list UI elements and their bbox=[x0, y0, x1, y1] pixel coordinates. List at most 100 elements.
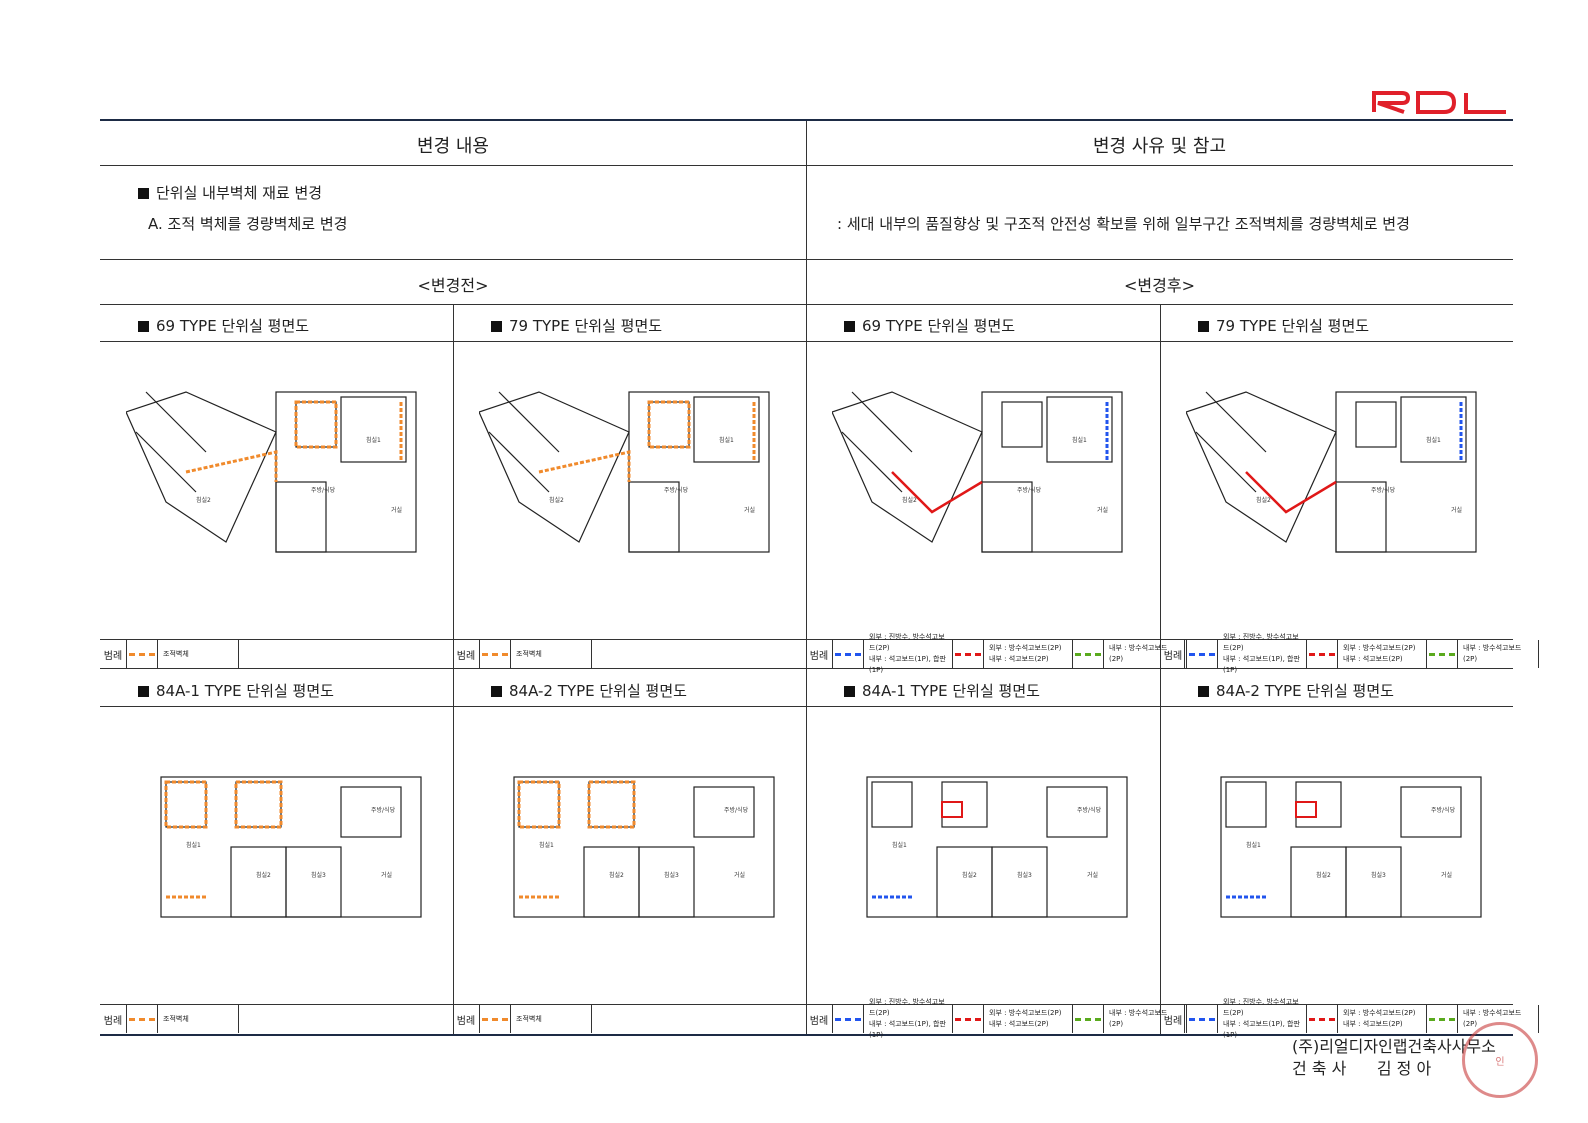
room-label: 거실 bbox=[1441, 871, 1452, 879]
header-change-reason: 변경 사유 및 참고 bbox=[1092, 136, 1227, 157]
rdl-logo bbox=[1372, 91, 1506, 114]
plan-title: 69 TYPE 단위실 평면도 bbox=[844, 315, 1015, 336]
legend-label: 범례 bbox=[1160, 1005, 1187, 1033]
room-label: 침실3 bbox=[1371, 871, 1386, 879]
room-label: 침실2 bbox=[549, 496, 564, 504]
room-label: 침실1 bbox=[366, 436, 381, 444]
legend-text: 외부 : 진방수, 방수석고보드(2P)내부 : 석고보드(1P), 합판(1P… bbox=[863, 633, 953, 674]
room-label: 침실1 bbox=[719, 436, 734, 444]
room-label: 거실 bbox=[1087, 871, 1098, 879]
legend-swatch bbox=[953, 640, 983, 668]
plan-title: 84A-1 TYPE 단위실 평면도 bbox=[138, 680, 334, 701]
plan-title: 84A-2 TYPE 단위실 평면도 bbox=[491, 680, 687, 701]
room-label: 주방/식당 bbox=[311, 486, 336, 494]
legend-text: 조적벽체 bbox=[157, 1005, 239, 1033]
room-label: 침실1 bbox=[892, 841, 907, 849]
room-label: 침실2 bbox=[1256, 496, 1271, 504]
legend-swatch bbox=[1187, 640, 1217, 668]
room-label: 주방/식당 bbox=[724, 806, 749, 814]
room-label: 침실2 bbox=[962, 871, 977, 879]
legend-swatch-masonry bbox=[480, 1005, 510, 1033]
room-label: 침실3 bbox=[1017, 871, 1032, 879]
legend-label: 범례 bbox=[1160, 640, 1187, 668]
floor-plan-drawing[interactable]: 침실1 침실2 침실3 거실 주방/식당 bbox=[479, 737, 779, 967]
footer: (주)리얼디자인랩건축사사무소 건 축 사 김 정 아 bbox=[1292, 1036, 1496, 1080]
legend-text: 외부 : 방수석고보드(2P)내부 : 석고보드(2P) bbox=[1337, 640, 1427, 668]
legend-text: 내부 : 방수석고보드(2P) bbox=[1457, 640, 1539, 668]
legend: 범례 외부 : 진방수, 방수석고보드(2P)내부 : 석고보드(1P), 합판(… bbox=[806, 998, 1185, 1039]
company-name: (주)리얼디자인랩건축사사무소 bbox=[1292, 1037, 1496, 1056]
legend-text: 외부 : 방수석고보드(2P)내부 : 석고보드(2P) bbox=[983, 1005, 1073, 1033]
legend-text: 내부 : 방수석고보드(2P) bbox=[1457, 1005, 1539, 1033]
legend-swatch bbox=[953, 1005, 983, 1033]
room-label: 침실2 bbox=[256, 871, 271, 879]
room-label: 침실1 bbox=[1072, 436, 1087, 444]
room-label: 침실1 bbox=[1426, 436, 1441, 444]
legend-swatch bbox=[833, 1005, 863, 1033]
content-reason: : 세대 내부의 품질향상 및 구조적 안전성 확보를 위해 일부구간 조적벽체… bbox=[837, 215, 1410, 233]
legend-text: 외부 : 진방수, 방수석고보드(2P)내부 : 석고보드(1P), 합판(1P… bbox=[863, 998, 953, 1039]
legend-swatch bbox=[1427, 640, 1457, 668]
legend-swatch bbox=[1427, 1005, 1457, 1033]
legend-text: 외부 : 진방수, 방수석고보드(2P)내부 : 석고보드(1P), 합판(1P… bbox=[1217, 633, 1307, 674]
room-label: 거실 bbox=[1451, 506, 1462, 514]
floor-plan-drawing[interactable]: 침실1 침실2 거실 주방/식당 bbox=[832, 372, 1132, 602]
room-label: 침실2 bbox=[196, 496, 211, 504]
legend-label: 범례 bbox=[806, 1005, 833, 1033]
room-label: 주방/식당 bbox=[1431, 806, 1456, 814]
legend-swatch bbox=[1187, 1005, 1217, 1033]
room-label: 침실1 bbox=[186, 841, 201, 849]
legend-swatch bbox=[1307, 1005, 1337, 1033]
room-label: 침실1 bbox=[1246, 841, 1261, 849]
plan-title: 84A-2 TYPE 단위실 평면도 bbox=[1198, 680, 1394, 701]
floor-plan-drawing[interactable]: 침실1 침실2 침실3 거실 주방/식당 bbox=[832, 737, 1132, 967]
room-label: 주방/식당 bbox=[1017, 486, 1042, 494]
room-label: 침실2 bbox=[902, 496, 917, 504]
legend-swatch bbox=[1073, 1005, 1103, 1033]
architect-name: 건 축 사 김 정 아 bbox=[1292, 1059, 1432, 1078]
legend: 범례 조적벽체 bbox=[100, 1005, 239, 1033]
legend-label: 범례 bbox=[806, 640, 833, 668]
section-before: <변경전> bbox=[417, 276, 489, 295]
room-label: 거실 bbox=[381, 871, 392, 879]
room-label: 침실3 bbox=[664, 871, 679, 879]
legend-swatch-masonry bbox=[127, 640, 157, 668]
official-seal: 인 bbox=[1462, 1022, 1538, 1098]
legend: 범례 외부 : 진방수, 방수석고보드(2P)내부 : 석고보드(1P), 합판(… bbox=[1160, 633, 1539, 674]
legend-text: 조적벽체 bbox=[157, 640, 239, 668]
content-title: 단위실 내부벽체 재료 변경 bbox=[138, 182, 322, 203]
header-change-content: 변경 내용 bbox=[417, 136, 489, 157]
room-label: 거실 bbox=[391, 506, 402, 514]
change-table: 변경 내용 변경 사유 및 참고 단위실 내부벽체 재료 변경 A. 조적 벽체… bbox=[100, 119, 1539, 1039]
legend-text: 내부 : 방수석고보드(2P) bbox=[1103, 640, 1185, 668]
room-label: 침실2 bbox=[1316, 871, 1331, 879]
floor-plan-drawing[interactable]: 침실1 침실2 거실 주방/식당 bbox=[126, 372, 426, 602]
room-label: 거실 bbox=[1097, 506, 1108, 514]
legend-text: 조적벽체 bbox=[510, 1005, 592, 1033]
room-label: 거실 bbox=[734, 871, 745, 879]
legend-swatch-masonry bbox=[127, 1005, 157, 1033]
legend-text: 외부 : 방수석고보드(2P)내부 : 석고보드(2P) bbox=[983, 640, 1073, 668]
room-label: 침실2 bbox=[609, 871, 624, 879]
section-after: <변경후> bbox=[1124, 276, 1195, 295]
legend-text: 외부 : 방수석고보드(2P)내부 : 석고보드(2P) bbox=[1337, 1005, 1427, 1033]
room-label: 주방/식당 bbox=[664, 486, 689, 494]
plan-title: 79 TYPE 단위실 평면도 bbox=[1198, 315, 1369, 336]
room-label: 주방/식당 bbox=[1077, 806, 1102, 814]
legend-label: 범례 bbox=[100, 1005, 127, 1033]
legend-swatch bbox=[833, 640, 863, 668]
legend-swatch bbox=[1307, 640, 1337, 668]
room-label: 침실1 bbox=[539, 841, 554, 849]
room-label: 주방/식당 bbox=[371, 806, 396, 814]
legend-label: 범례 bbox=[453, 1005, 480, 1033]
legend: 범례 조적벽체 bbox=[453, 1005, 592, 1033]
legend-swatch bbox=[1073, 640, 1103, 668]
floor-plan-drawing[interactable]: 침실1 침실2 침실3 거실 주방/식당 bbox=[1186, 737, 1486, 967]
legend-swatch-masonry bbox=[480, 640, 510, 668]
